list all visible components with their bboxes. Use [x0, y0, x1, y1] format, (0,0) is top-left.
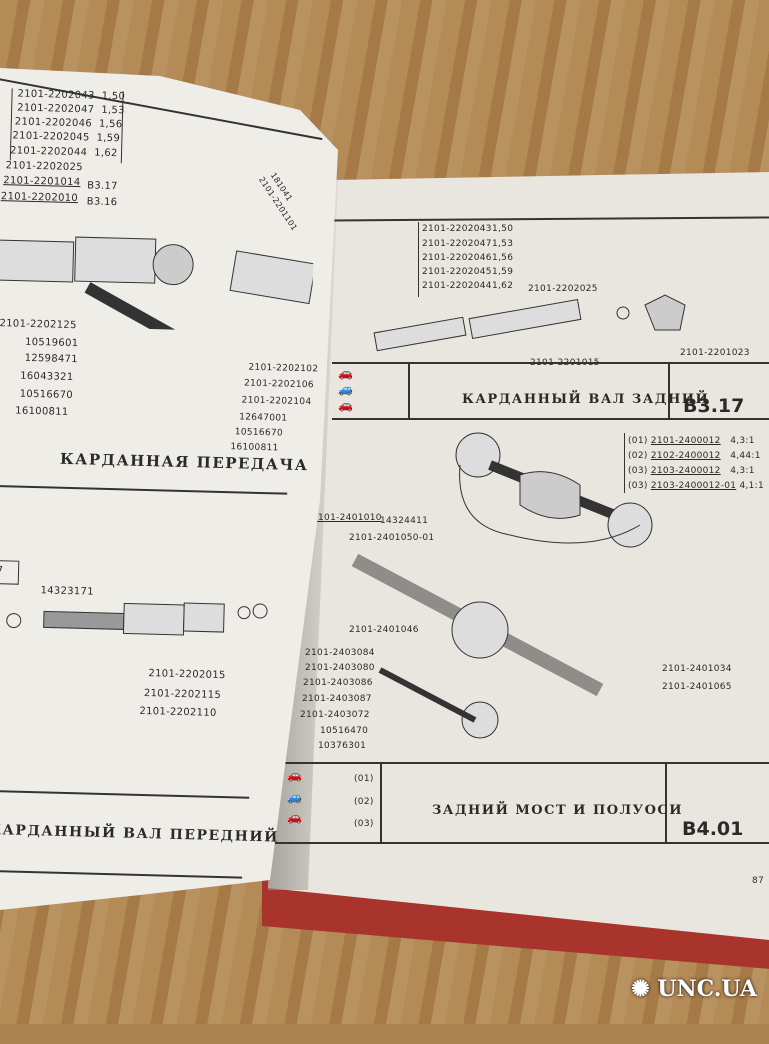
variant-label: (02) [354, 797, 374, 807]
divider [0, 484, 288, 495]
car-sedan-icon: 🚗 [338, 366, 353, 380]
part-label: 10516670 [19, 388, 74, 402]
axle-variant-03: (03) 2103-2400012 4,3:1 [628, 466, 755, 476]
divider [0, 869, 243, 879]
part-label: 10519601 [24, 336, 79, 350]
part-label: 2101-2401010 [312, 513, 382, 523]
car-sedan-icon: 🚗 [287, 768, 302, 782]
part-label: 10376301 [318, 741, 367, 751]
bracket [624, 433, 625, 493]
part-size: 1,53 [492, 239, 514, 249]
part-label: 2101-2403072 [300, 710, 370, 720]
box-label: 07 [0, 564, 4, 577]
variant-label: (03) [354, 819, 374, 829]
part-label: 2101-2403087 [302, 694, 372, 704]
part-label: 2101-2401034 [662, 664, 732, 674]
part-label: 2101-2401050-01 [349, 533, 435, 543]
section-title: КАРДАННАЯ ПЕРЕДАЧА [59, 449, 309, 475]
part-label: 2101-2403080 [305, 663, 375, 673]
part-size: 1,62 [492, 281, 514, 291]
part-label: 2101-2202110 [139, 705, 217, 719]
part-size: 1,59 [492, 267, 514, 277]
divider [332, 362, 769, 364]
part-size: 1,56 [492, 253, 514, 263]
divider [668, 362, 670, 418]
watermark-logo: ✺ UNC.UA [631, 976, 757, 1002]
part-label: 2101-2202047 [422, 239, 492, 249]
part-label: 16100811 [230, 442, 279, 454]
part-label: 10516470 [320, 726, 369, 736]
part-label: 2101-2202125 [0, 318, 77, 332]
divider [272, 842, 769, 844]
part-label: 12598471 [24, 352, 79, 366]
section-code: B3.17 [683, 395, 745, 417]
car-wagon-icon: 🚙 [338, 382, 353, 396]
divider [332, 418, 769, 420]
divider [0, 789, 250, 799]
part-label: 2101-2202102 [248, 362, 319, 375]
part-label: 2101-2202010 [0, 191, 79, 205]
part-label: 2101-2202104 [241, 395, 312, 408]
part-label: 2101-2403086 [303, 678, 373, 688]
reference-label: B3.16 [86, 196, 118, 209]
axle-housing-drawing [351, 553, 604, 739]
part-label: 2101-2202046 [422, 253, 492, 263]
divider [665, 762, 667, 842]
divider [276, 762, 769, 764]
car-sedan-icon: 🚗 [338, 398, 353, 412]
section-title: ЗАДНИЙ МОСТ И ПОЛУОСИ [432, 803, 684, 818]
part-label: 12647001 [239, 412, 288, 424]
variant-label: (01) [354, 774, 374, 784]
part-label: 2101-2201014 [3, 175, 81, 189]
divider [408, 362, 410, 418]
part-label: 14324411 [380, 516, 429, 526]
part-label: 2101-2202015 [148, 668, 226, 682]
part-label: 2101-2202045 [422, 267, 492, 277]
part-label: 2101-2202044 [422, 281, 492, 291]
part-label: 2101-2202115 [143, 688, 222, 702]
watermark-text: UNC.UA [657, 976, 757, 1002]
rear-axle-drawing [455, 432, 653, 548]
axle-variant-03b: (03) 2103-2400012-01 4,1:1 [628, 481, 765, 491]
axle-variant-02: (02) 2102-2400012 4,44:1 [628, 451, 761, 461]
part-label: 2101-2202025 [528, 284, 598, 294]
part-label: 16100811 [15, 405, 69, 418]
part-size: 1,50 [492, 224, 514, 234]
car-wagon-icon: 🚙 [287, 790, 302, 804]
part-label: 2101-2202025 [5, 160, 83, 174]
car-sedan-icon: 🚗 [287, 810, 302, 824]
section-code: B4.01 [682, 818, 744, 840]
shaft-drawing [6, 602, 268, 636]
axle-variant-01: (01) 2101-2400012 4,3:1 [628, 436, 755, 446]
part-label: 2101-2401046 [349, 625, 419, 635]
part-label: 2101-2201023 [680, 348, 750, 358]
bracket [418, 222, 419, 297]
part-label: 2101-2202043 [422, 224, 492, 234]
part-label: 16043321 [20, 370, 74, 384]
reference-label: B3.17 [87, 180, 118, 193]
part-label: 2101-2202106 [243, 378, 314, 391]
section-title: КАРДАННЫЙ ВАЛ ЗАДНИЙ [462, 392, 710, 407]
front-driveshaft-drawing [0, 236, 315, 334]
page-number: 87 [752, 876, 765, 886]
rear-driveshaft-drawing [373, 294, 686, 352]
part-label: 2101-2401065 [662, 682, 732, 692]
part-label: 10516670 [234, 427, 284, 439]
part-box: 07 [0, 559, 20, 585]
divider [380, 762, 382, 842]
section-title: КАРДАННЫЙ ВАЛ ПЕРЕДНИЙ [0, 821, 279, 846]
part-label: 2101-2403084 [305, 648, 375, 658]
